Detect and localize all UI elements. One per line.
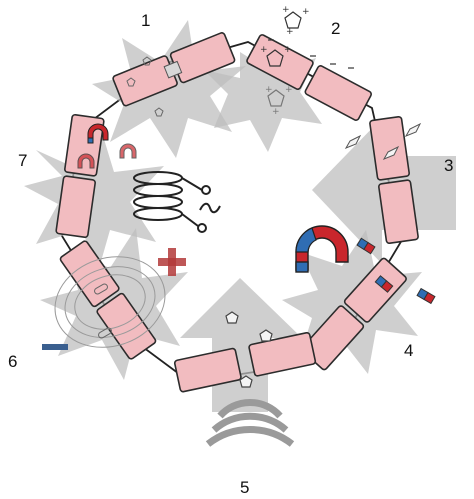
ring-segment bbox=[369, 115, 410, 181]
svg-text:+: + bbox=[260, 45, 268, 55]
label-3: 3 bbox=[444, 156, 453, 175]
svg-text:+: + bbox=[286, 27, 294, 37]
plus-sign-icon-vertical bbox=[168, 248, 176, 276]
flake-particles-icon bbox=[344, 122, 422, 160]
label-2: 2 bbox=[331, 19, 340, 38]
svg-text:+: + bbox=[285, 85, 293, 95]
acoustic-wave-icon bbox=[205, 399, 295, 447]
ring-segment bbox=[173, 347, 242, 393]
label-1: 1 bbox=[141, 11, 150, 30]
ring-segment bbox=[378, 179, 419, 245]
pentagon-particles-icon bbox=[225, 311, 273, 388]
svg-text:+: + bbox=[284, 45, 292, 55]
label-5: 5 bbox=[240, 478, 249, 497]
minus-bar-icon bbox=[42, 344, 68, 350]
svg-text:+: + bbox=[265, 85, 273, 95]
label-4: 4 bbox=[404, 341, 413, 360]
ring-segment bbox=[248, 331, 317, 377]
ring-segment bbox=[246, 34, 314, 90]
ring-segment bbox=[304, 65, 372, 121]
ring-segment-link bbox=[163, 60, 183, 79]
label-6: 6 bbox=[8, 352, 17, 371]
horseshoe-magnet-icon bbox=[295, 225, 349, 273]
label-7: 7 bbox=[18, 151, 27, 170]
small-magnet-icon bbox=[356, 237, 436, 305]
electric-field-icon bbox=[42, 248, 186, 350]
burst-stimulus-7 bbox=[24, 126, 164, 272]
svg-text:+: + bbox=[302, 7, 310, 17]
ring-segment bbox=[96, 292, 157, 360]
ring-segment bbox=[55, 175, 96, 239]
ac-coil-icon bbox=[133, 171, 221, 233]
ring-segment bbox=[343, 257, 407, 323]
pentagon-particles-icon bbox=[126, 56, 164, 117]
svg-text:+: + bbox=[282, 5, 290, 15]
svg-text:+: + bbox=[272, 107, 280, 117]
charged-pentagon-icon: + + + + + + + + bbox=[260, 5, 354, 117]
mini-horseshoe-magnet-icon bbox=[77, 123, 137, 169]
arrow-stimulus-5 bbox=[180, 278, 302, 412]
